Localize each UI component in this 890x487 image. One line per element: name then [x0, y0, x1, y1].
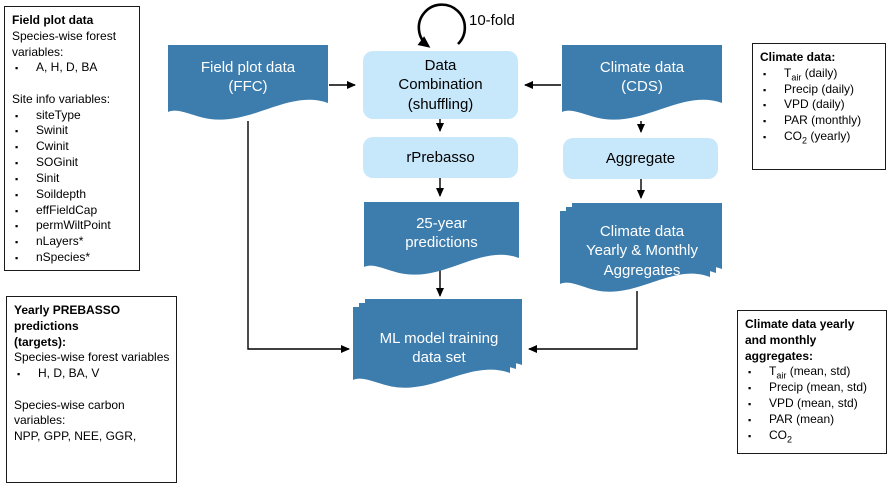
aggregate-node: Aggregate [563, 138, 718, 179]
bullet-icon: ▪ [15, 142, 19, 153]
annotation-line [14, 382, 171, 398]
bullet-icon: ▪ [15, 126, 19, 137]
bullet-icon: ▪ [15, 237, 19, 248]
bullet-icon: ▪ [748, 430, 752, 441]
rprebasso-node: rPrebasso [363, 137, 518, 178]
annotation-line: Site info variables: [12, 91, 111, 106]
annotation-line: ▪Tair (mean, std) [745, 364, 881, 380]
annotation-line: ▪nLayers* [12, 234, 134, 250]
annotation-line: ▪Soildepth [12, 187, 134, 203]
annotation-line: ▪PAR (mean) [745, 412, 881, 428]
bullet-icon: ▪ [763, 132, 767, 143]
annotation-line: ▪effFieldCap [12, 203, 134, 219]
annotation-line: ▪Cwinit [12, 139, 134, 155]
annotation-line: ▪H, D, BA, V [14, 366, 171, 382]
annotation-line: and monthly [745, 332, 817, 347]
annotation-line: Field plot data [12, 13, 94, 27]
climate-data-node: Climate data (CDS) [562, 45, 722, 127]
node-label: Field plot data (FFC) [200, 58, 296, 96]
bullet-icon: ▪ [15, 221, 19, 232]
annotation-line: NPP, GPP, NEE, GGR, [14, 429, 137, 444]
annotation-line: Species-wise carbon variables: [14, 397, 125, 428]
annotation-line: ▪VPD (mean, std) [745, 396, 881, 412]
annotation-line: Species-wise forest variables: [12, 28, 117, 59]
annotation-line: ▪A, H, D, BA [12, 60, 134, 76]
annotation-line: Climate data yearly [745, 317, 855, 331]
node-label: ML model training data set [379, 329, 499, 367]
bullet-icon: ▪ [763, 100, 767, 111]
annotation-line: ▪CO2 [745, 428, 881, 444]
annotation-line: Yearly PREBASSO [14, 303, 121, 317]
annotation-line: (targets): [14, 334, 67, 349]
data-combination-node: Data Combination (shuffling) [363, 51, 518, 119]
node-label: Climate data (CDS) [599, 58, 685, 96]
climate-data-box: Climate data: ▪Tair (daily)▪Precip (daily… [752, 43, 886, 170]
bullet-icon: ▪ [748, 367, 752, 378]
bullet-icon: ▪ [748, 399, 752, 410]
bullet-icon: ▪ [763, 116, 767, 127]
bullet-icon: ▪ [15, 173, 19, 184]
annotation-line: ▪Precip (mean, std) [745, 380, 881, 396]
bullet-icon: ▪ [15, 205, 19, 216]
ml-dataset-node: ML model training data set [353, 299, 525, 401]
annotation-line: ▪permWiltPoint [12, 218, 134, 234]
annotation-line: ▪PAR (monthly) [760, 113, 880, 129]
annotation-line: ▪CO2 (yearly) [760, 129, 880, 145]
annotation-line: ▪Precip (daily) [760, 82, 880, 98]
bullet-icon: ▪ [748, 414, 752, 425]
node-label: 25-year predictions [405, 214, 478, 252]
annotation-line: ▪Swinit [12, 123, 134, 139]
node-label: Climate data Yearly & Monthly Aggregates [585, 222, 698, 279]
annotation-line: Species-wise forest variables [14, 350, 170, 365]
annotation-line: predictions [14, 318, 79, 333]
annotation-line [12, 76, 134, 92]
bullet-icon: ▪ [15, 110, 19, 121]
bullet-icon: ▪ [15, 189, 19, 200]
field-plot-data-node: Field plot data (FFC) [168, 45, 328, 127]
bullet-icon: ▪ [15, 158, 19, 169]
annotation-line: ▪Tair (daily) [760, 66, 880, 82]
annotation-line: ▪VPD (daily) [760, 97, 880, 113]
predictions-node: 25-year predictions [364, 202, 519, 282]
annotation-line: Climate data: [760, 50, 836, 64]
annotation-line: ▪siteType [12, 108, 134, 124]
bullet-icon: ▪ [763, 68, 767, 79]
tenfold-loop-icon [417, 3, 467, 48]
tenfold-label: 10-fold [469, 12, 515, 29]
annotation-line: ▪Sinit [12, 171, 134, 187]
climate-aggregates-node: Climate data Yearly & Monthly Aggregates [560, 203, 724, 305]
arrow-ffc-to-ml [247, 121, 350, 353]
bullet-icon: ▪ [17, 369, 21, 380]
bullet-icon: ▪ [15, 63, 19, 74]
annotation-line: aggregates: [745, 348, 814, 363]
annotation-line: ▪SOGinit [12, 155, 134, 171]
bullet-icon: ▪ [763, 84, 767, 95]
annotation-line: ▪nSpecies* [12, 250, 134, 266]
bullet-icon: ▪ [748, 383, 752, 394]
bullet-icon: ▪ [15, 253, 19, 264]
